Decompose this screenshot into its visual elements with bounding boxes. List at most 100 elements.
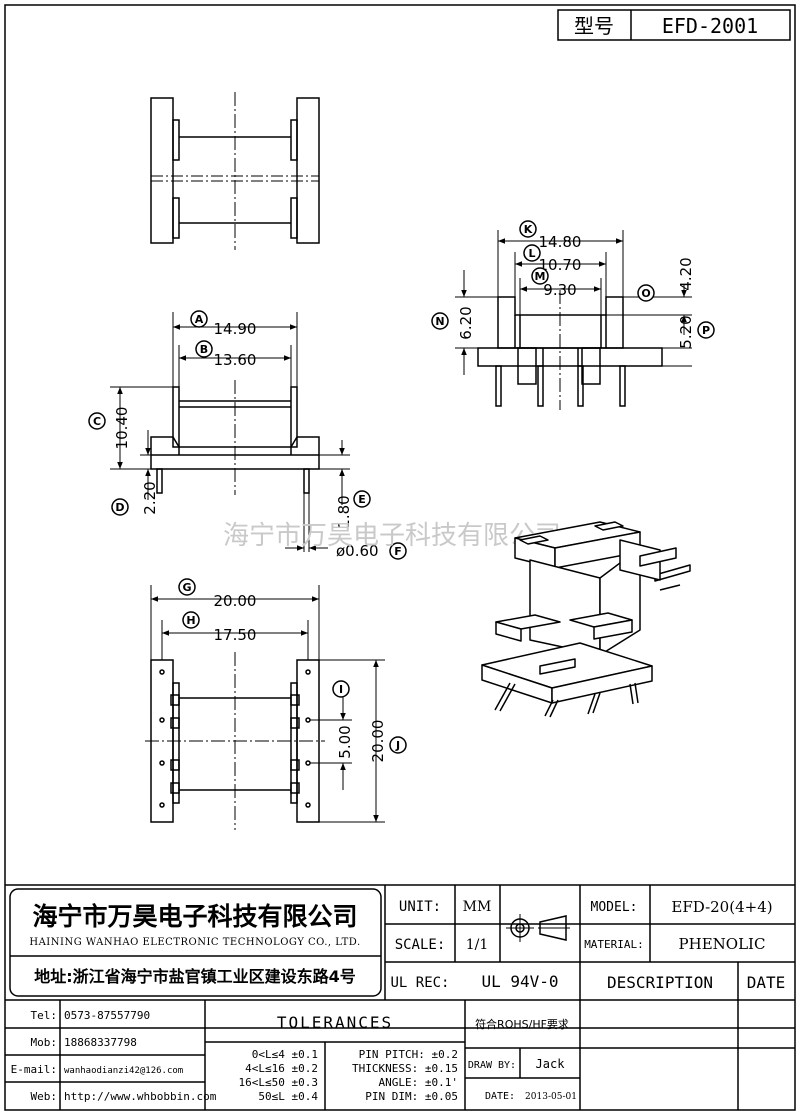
isometric-view [481, 521, 691, 718]
dim-k-value: 14.80 [539, 233, 582, 251]
description-header: DESCRIPTION [607, 973, 713, 992]
dim-o-value: 4.20 [677, 257, 695, 290]
tolerance-other-row: THICKNESS: ±0.15 [352, 1062, 458, 1075]
tolerance-length-row: 50≤L ±0.4 [258, 1090, 318, 1103]
dim-ref-b: B [195, 340, 213, 358]
model-title-value: EFD-2001 [662, 14, 758, 38]
svg-text:P: P [702, 324, 710, 337]
dim-ref-f: F [389, 542, 407, 560]
svg-text:A: A [195, 313, 204, 326]
dim-a-value: 14.90 [214, 320, 257, 338]
draw-by-label: DRAW BY: [468, 1060, 516, 1071]
tolerance-other-row: PIN DIM: ±0.05 [365, 1090, 458, 1103]
dim-ref-e: E [353, 490, 371, 508]
dim-c-value: 10.40 [113, 407, 131, 450]
dim-l-value: 10.70 [539, 256, 582, 274]
svg-text:M: M [535, 270, 546, 283]
dim-ref-l: L [523, 244, 541, 262]
ulrec-label: UL REC: [390, 975, 449, 991]
svg-text:I: I [339, 683, 343, 696]
model-title-box: 型号 EFD-2001 [557, 9, 791, 41]
material-label: MATERIAL: [584, 938, 644, 951]
unit-label: UNIT: [399, 899, 441, 915]
watermark-text: 海宁市万昊电子科技有限公司 [223, 521, 561, 551]
front-view-dimensions [110, 312, 350, 552]
contact-value[interactable]: 18868337798 [64, 1036, 137, 1049]
contact-value[interactable]: http://www.whbobbin.com [64, 1090, 217, 1103]
tolerance-other-row: PIN PITCH: ±0.2 [359, 1048, 458, 1061]
dim-j-value: 20.00 [369, 720, 387, 763]
svg-text:H: H [186, 614, 195, 627]
dim-b-value: 13.60 [214, 351, 257, 369]
scale-label: SCALE: [395, 937, 446, 953]
svg-text:O: O [641, 287, 650, 300]
dim-ref-p: P [697, 321, 715, 339]
dim-n-value: 6.20 [457, 306, 475, 339]
svg-text:N: N [435, 315, 444, 328]
svg-text:K: K [524, 223, 533, 236]
tolerance-length-row: 16<L≤50 ±0.3 [239, 1076, 318, 1089]
unit-value: MM [463, 899, 492, 915]
tolerance-other-row: ANGLE: ±0.1' [379, 1076, 458, 1089]
date-field-label: DATE: [485, 1091, 515, 1102]
dim-ref-j: J [389, 736, 407, 754]
contact-label: E-mail: [11, 1063, 57, 1076]
top-view-upper [150, 92, 320, 250]
dim-ref-c: C [88, 412, 106, 430]
company-panel [9, 888, 382, 997]
side-view-dim-text: 14.80 10.70 9.30 6.20 4.20 5.20 [457, 233, 695, 349]
dim-f-value: ø0.60 [336, 542, 379, 560]
svg-text:B: B [200, 343, 208, 356]
svg-text:L: L [528, 247, 535, 260]
dim-h-value: 17.50 [214, 626, 257, 644]
date-header: DATE [747, 973, 786, 992]
contact-label: Mob: [31, 1036, 58, 1049]
draw-by-value: Jack [536, 1057, 566, 1071]
tolerance-length-rows: 0<L≤4 ±0.14<L≤16 ±0.216<L≤50 ±0.350≤L ±0… [239, 1048, 319, 1103]
company-name-cn: 海宁市万昊电子科技有限公司 [32, 902, 357, 931]
dimension-reference-letters: A B C D E F G H I J KLM N O P [88, 220, 715, 754]
material-value: PHENOLIC [679, 935, 766, 953]
dim-ref-d: D [111, 498, 129, 516]
dim-g-value: 20.00 [214, 592, 257, 610]
projection-symbol-icon [506, 914, 570, 942]
svg-text:F: F [394, 545, 402, 558]
side-view-dimensions [455, 230, 692, 375]
svg-text:G: G [182, 581, 191, 594]
scale-value: 1/1 [466, 937, 489, 953]
dim-ref-i: I [332, 680, 350, 698]
bottom-view [145, 652, 325, 830]
model-value: EFD-20(4+4) [671, 898, 772, 916]
sheet-border [4, 4, 796, 1111]
dim-p-value: 5.20 [677, 315, 695, 348]
bottom-view-dim-text: 20.00 17.50 5.00 20.00 [214, 592, 387, 762]
dim-ref-o: O [637, 284, 655, 302]
company-name-en: HAINING WANHAO ELECTRONIC TECHNOLOGY CO.… [29, 937, 360, 948]
dim-i-value: 5.00 [336, 725, 354, 758]
contact-table: Tel:0573-87557790Mob:18868337798E-mail:w… [11, 1009, 217, 1103]
rohs-note: 符合ROHS/HF要求 [475, 1017, 569, 1031]
contact-value[interactable]: wanhaodianzi42@126.com [64, 1066, 183, 1076]
model-title-label: 型号 [574, 14, 614, 38]
front-view [150, 380, 320, 495]
dim-ref-k: K [519, 220, 537, 238]
title-block-grid [5, 884, 795, 1110]
svg-text:D: D [115, 501, 124, 514]
dim-m-value: 9.30 [543, 281, 576, 299]
tolerance-length-row: 4<L≤16 ±0.2 [245, 1062, 318, 1075]
model-label: MODEL: [591, 900, 638, 915]
svg-text:C: C [93, 415, 101, 428]
dim-d-value: 2.20 [141, 481, 159, 514]
date-field-value: 2013-05-01 [525, 1092, 577, 1102]
dim-ref-a: A [190, 310, 208, 328]
company-address: 地址:浙江省海宁市盐官镇工业区建设东路4号 [34, 967, 356, 986]
dim-ref-h: H [182, 611, 200, 629]
dim-e-value: 1.80 [335, 495, 353, 528]
side-view [477, 290, 663, 410]
svg-text:E: E [358, 493, 366, 506]
ulrec-value: UL 94V-0 [481, 972, 558, 991]
tolerance-length-row: 0<L≤4 ±0.1 [252, 1048, 318, 1061]
contact-value[interactable]: 0573-87557790 [64, 1009, 150, 1022]
